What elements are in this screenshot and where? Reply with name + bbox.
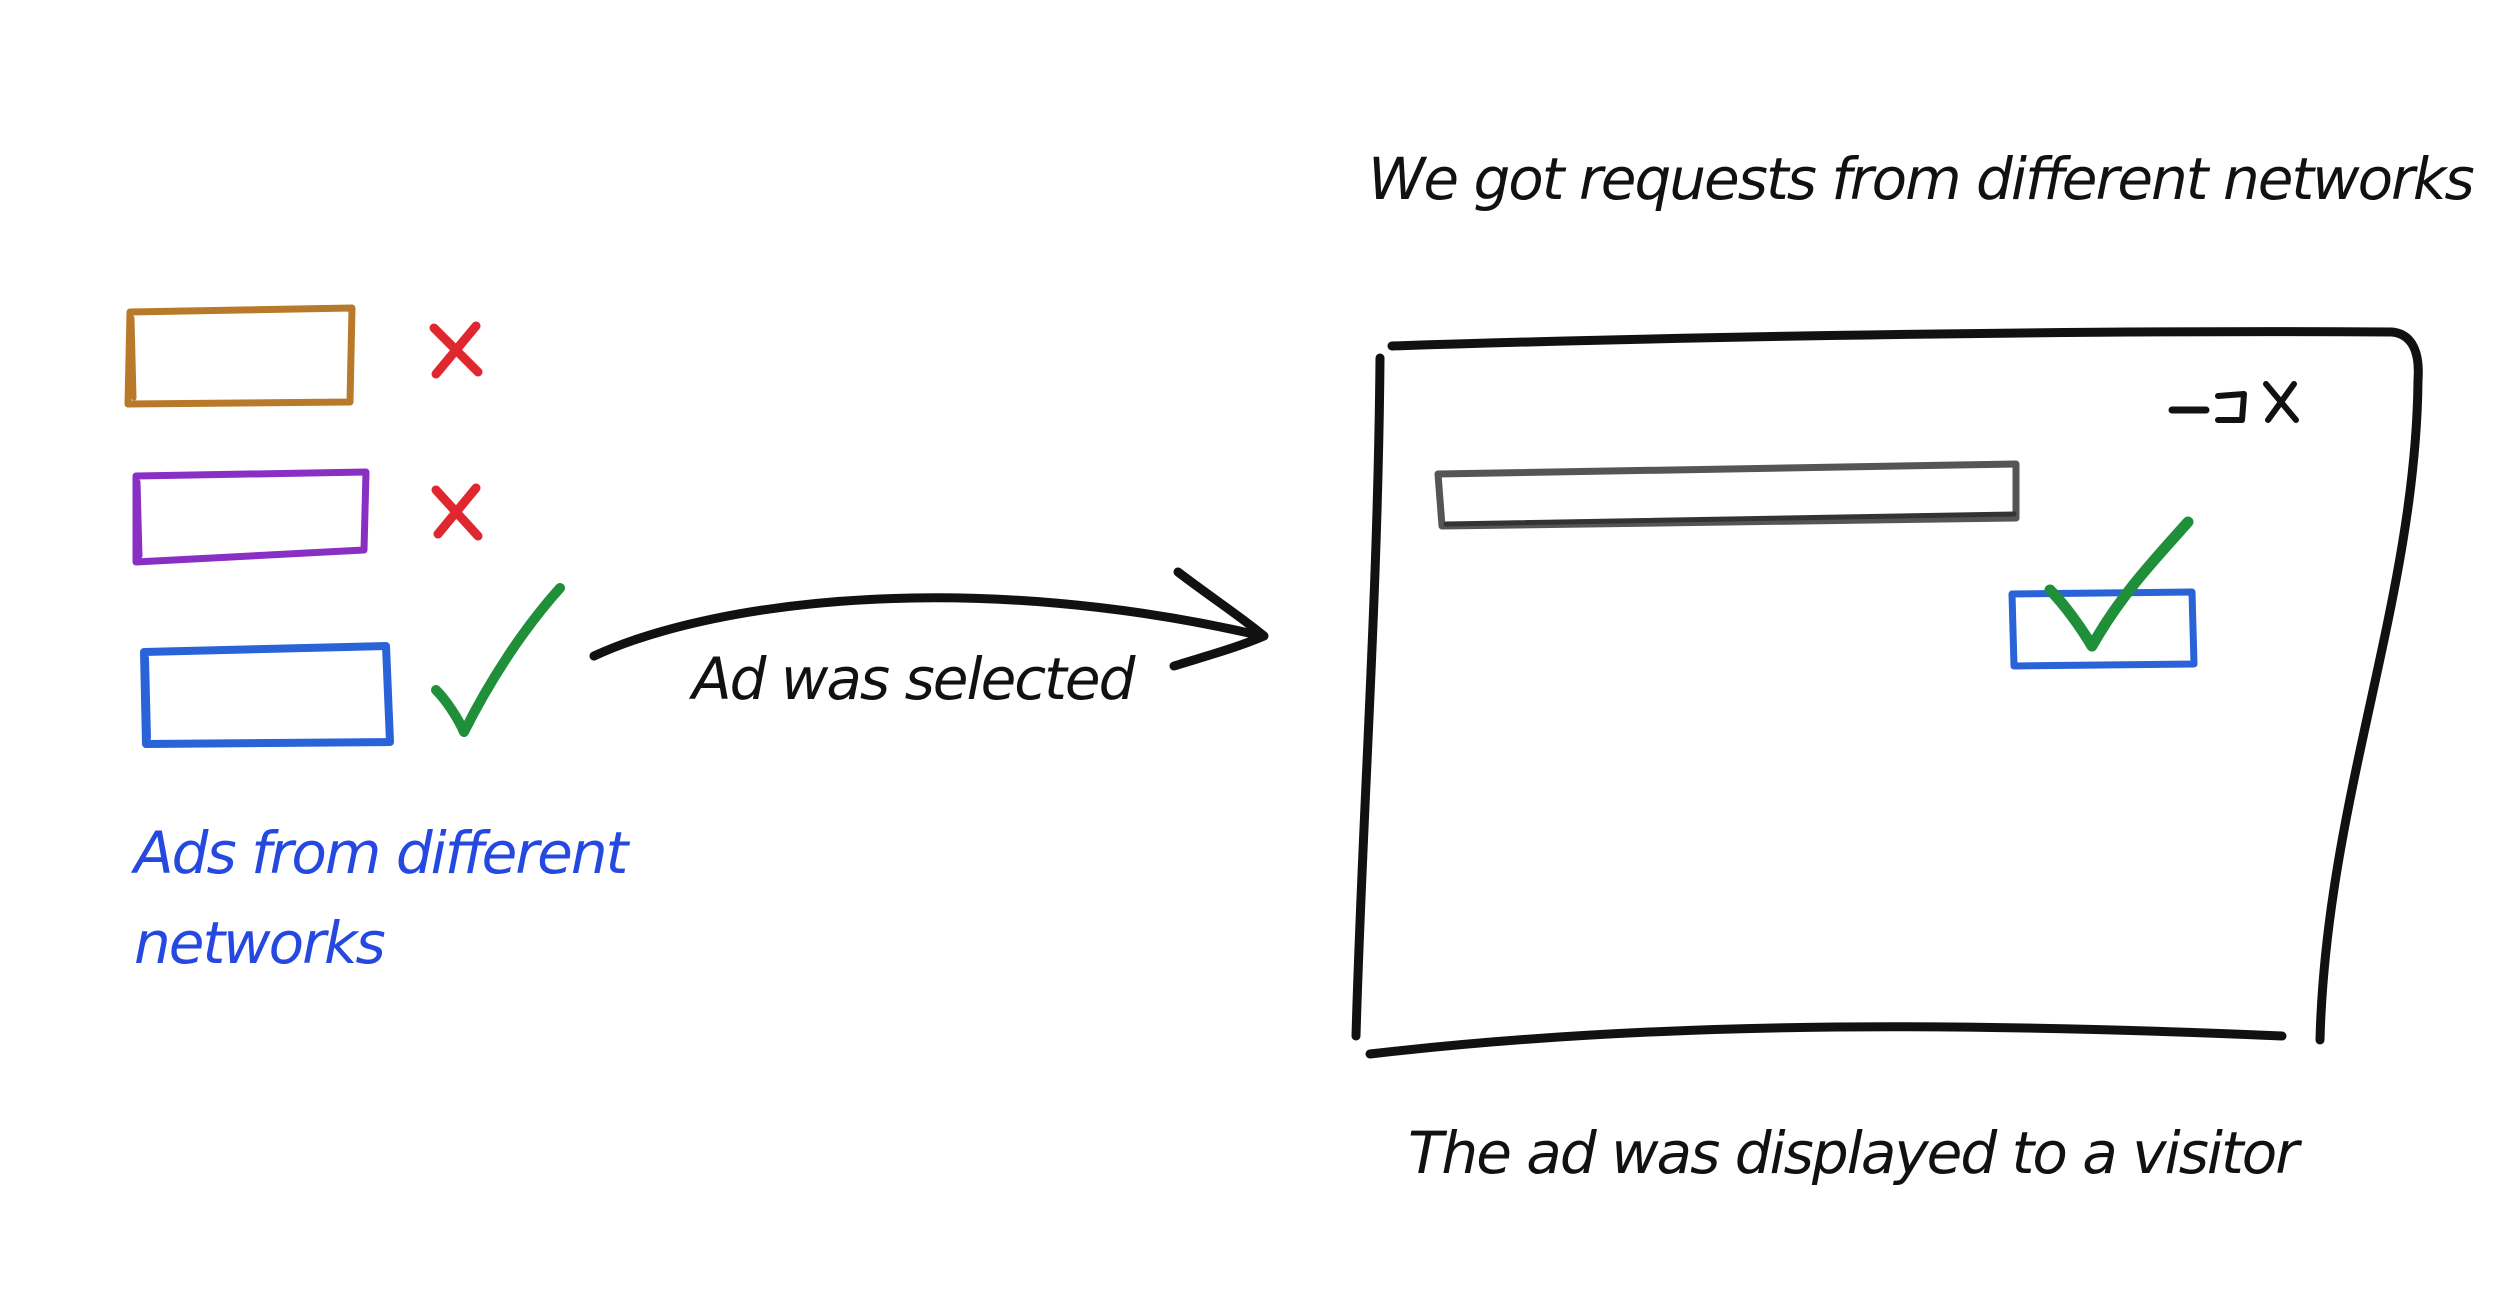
reject-icon xyxy=(429,321,483,379)
ad-box-orange-outline xyxy=(124,304,356,408)
selected-label: Ad was selected xyxy=(692,645,1135,713)
ad-box-blue xyxy=(140,642,394,748)
ad-box-purple xyxy=(132,468,370,566)
reject-icon xyxy=(431,483,483,541)
displayed-label: The ad was displayed to a visitor xyxy=(1408,1119,2299,1187)
requests-label: We got requests from different networks xyxy=(1368,145,2475,213)
displayed-ad-check-icon xyxy=(2044,516,2194,652)
ads-caption-line-1: Ads from different xyxy=(134,819,628,887)
maximize-icon xyxy=(2215,391,2247,423)
ads-caption-line-2: networks xyxy=(134,909,386,977)
selection-arrow-icon xyxy=(589,567,1269,671)
close-icon xyxy=(2263,381,2299,423)
ad-box-purple-outline xyxy=(132,468,370,566)
ads-caption: Ads from different networks xyxy=(134,808,694,988)
browser-window xyxy=(1351,327,2423,1059)
ad-box-blue-outline xyxy=(140,642,394,748)
accept-check-icon xyxy=(431,583,565,737)
address-bar xyxy=(1434,460,2020,530)
ad-box-orange xyxy=(124,304,356,408)
